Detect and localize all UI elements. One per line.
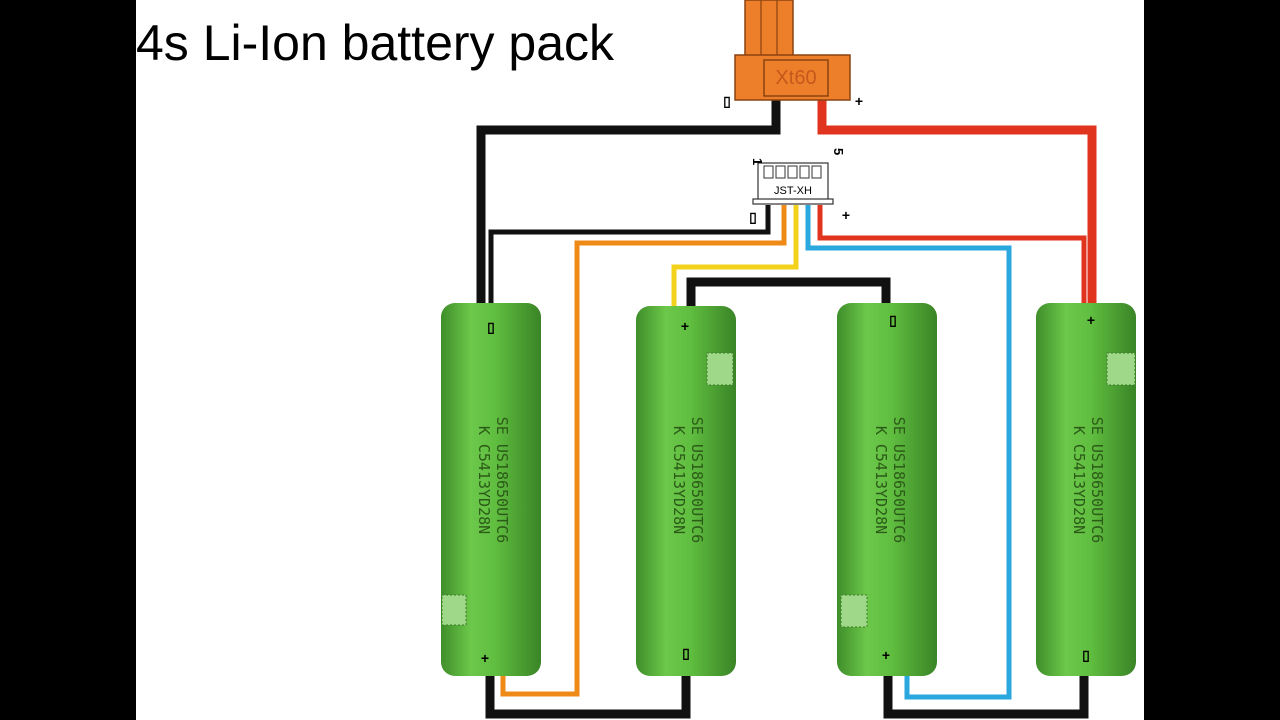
cell-2-datamatrix <box>706 352 734 386</box>
jst-label: JST-XH <box>774 185 812 197</box>
main-positive-wire <box>817 100 1097 310</box>
cell-1-top-terminal: ▯ <box>487 319 495 335</box>
cell-1-datamatrix <box>441 594 467 626</box>
cell-1-bottom-terminal: + <box>481 650 489 666</box>
series-link-2-3 <box>686 277 891 308</box>
cell-3-datamatrix <box>840 594 868 628</box>
cell-4-bottom-terminal: ▯ <box>1082 647 1090 663</box>
cell-4: + ▯ SE US18650UTC6 K C5413YD28N <box>1036 303 1136 676</box>
cell-3: ▯ + SE US18650UTC6 K C5413YD28N <box>837 303 937 676</box>
cell-1-text-line-1: SE US18650UTC6 <box>493 417 511 543</box>
cell-4-datamatrix <box>1106 352 1136 386</box>
cell-2: + ▯ SE US18650UTC6 K C5413YD28N <box>636 306 736 676</box>
jst-pin-5-label: 5 <box>831 148 846 155</box>
jst-negative-symbol: ▯ <box>749 209 757 225</box>
balance-wire-5 <box>817 205 1087 310</box>
cell-3-top-terminal: ▯ <box>889 312 897 328</box>
cell-1-text-line-2: K C5413YD28N <box>475 426 493 534</box>
cell-3-text-line-1: SE US18650UTC6 <box>890 417 908 543</box>
cell-2-text-line-2: K C5413YD28N <box>670 426 688 534</box>
cell-4-text-line-2: K C5413YD28N <box>1070 426 1088 534</box>
xt60-label: Xt60 <box>775 67 816 89</box>
series-link-1-2 <box>485 676 691 719</box>
wiring-diagram: Xt60 ▯ + JST-XH 1 5 ▯ + ▯ + SE US18650UT… <box>441 0 1136 719</box>
cell-2-bottom-terminal: ▯ <box>682 645 690 661</box>
cell-4-text-line-1: SE US18650UTC6 <box>1088 417 1106 543</box>
series-link-3-4 <box>883 676 1089 719</box>
diagram-canvas: 4s Li-Ion battery pack <box>136 0 1144 720</box>
balance-wire-1 <box>488 205 771 310</box>
balance-wire-4 <box>805 205 1012 700</box>
balance-wire-3 <box>671 205 799 308</box>
page-title: 4s Li-Ion battery pack <box>136 15 615 71</box>
jst-xh-connector: JST-XH 1 5 ▯ + <box>749 148 850 225</box>
cell-1: ▯ + SE US18650UTC6 K C5413YD28N <box>441 303 541 676</box>
jst-positive-symbol: + <box>842 207 850 223</box>
cell-2-text-line-1: SE US18650UTC6 <box>688 417 706 543</box>
cell-3-bottom-terminal: + <box>882 647 890 663</box>
wires <box>476 100 1097 719</box>
main-negative-wire <box>476 100 781 310</box>
xt60-negative-symbol: ▯ <box>723 93 731 109</box>
cell-4-top-terminal: + <box>1087 312 1095 328</box>
balance-wire-2 <box>500 205 787 697</box>
cell-3-text-line-2: K C5413YD28N <box>872 426 890 534</box>
jst-pin-1-label: 1 <box>750 158 765 165</box>
xt60-positive-symbol: + <box>855 93 863 109</box>
cell-2-top-terminal: + <box>681 318 689 334</box>
xt60-connector: Xt60 ▯ + <box>723 0 863 109</box>
